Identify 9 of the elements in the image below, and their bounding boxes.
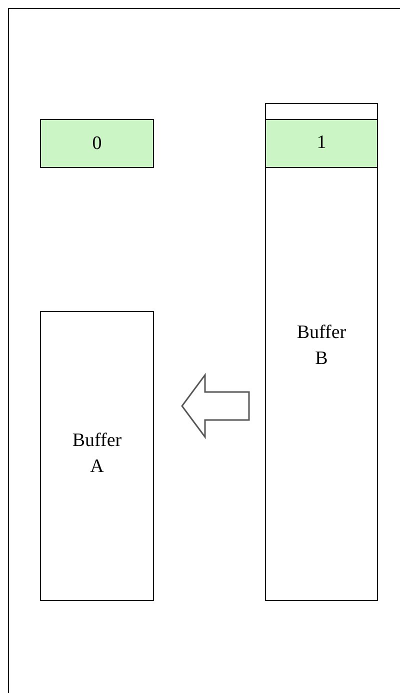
node-label: Buffer A — [71, 429, 123, 479]
node-label: 0 — [92, 132, 102, 156]
buffer-box — [265, 103, 378, 601]
process-box — [265, 120, 378, 168]
node-label: Buffer B — [296, 321, 348, 371]
node-label: 1 — [316, 131, 326, 155]
buffer-box — [40, 311, 154, 601]
block-arrow — [181, 372, 250, 440]
process-box — [40, 119, 154, 168]
